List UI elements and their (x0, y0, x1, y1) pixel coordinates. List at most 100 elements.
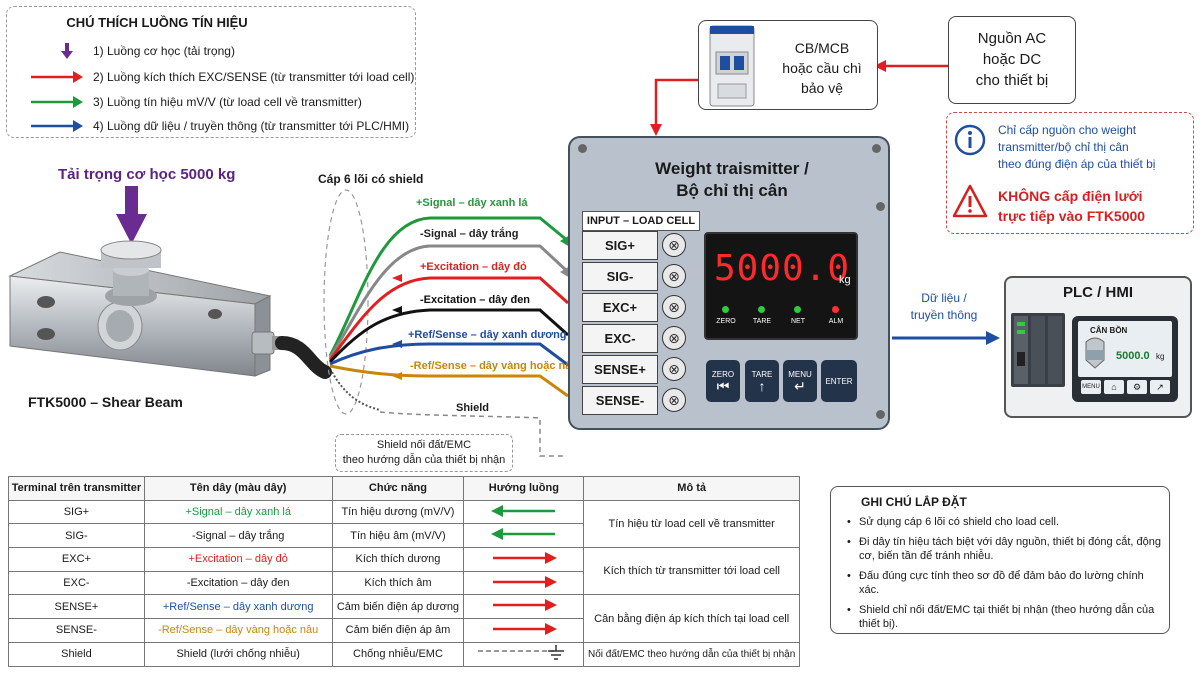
info-note-line: transmitter/bộ chỉ thị cân (998, 140, 1129, 154)
led-label-alarm: ALM (828, 318, 844, 325)
power-line: cho thiết bị (975, 72, 1049, 89)
menu-button[interactable]: MENU ↵ (783, 360, 817, 402)
cell-terminal: EXC- (8, 570, 145, 596)
list-item: Sử dụng cáp 6 lõi có shield cho load cel… (845, 515, 1163, 529)
data-link-line: Dữ liệu / (921, 291, 967, 305)
load-arrow-icon (116, 186, 147, 244)
hmi-menu-button[interactable]: MENU (1081, 380, 1101, 394)
screw-icon: ⊗ (662, 295, 686, 319)
screw-icon: ⊗ (662, 357, 686, 381)
trend-icon[interactable]: ↗ (1150, 380, 1170, 394)
install-notes: GHI CHÚ LẮP ĐẶT Sử dụng cáp 6 lõi có shi… (830, 486, 1170, 634)
led-label-net: NET (791, 318, 805, 325)
col-header-description: Mô tả (583, 476, 800, 501)
cell-wire: +Signal – dây xanh lá (143, 499, 333, 525)
cell-terminal: SIG+ (8, 499, 145, 525)
terminal-sig-plus[interactable]: SIG+ (582, 231, 658, 260)
cell-direction (463, 594, 585, 620)
cell-wire: +Excitation – dây đỏ (143, 547, 333, 572)
zero-button[interactable]: ZERO ⏮ (706, 360, 740, 402)
breaker-label: CB/MCB hoặc cầu chì bảo vệ (770, 38, 874, 98)
list-item: Shield chỉ nối đất/EMC tại thiết bị nhận… (845, 603, 1163, 631)
right-arrow-icon (31, 71, 83, 83)
terminal-exc-plus[interactable]: EXC+ (582, 293, 658, 322)
warning-icon (952, 184, 988, 218)
cell-direction (463, 570, 585, 596)
warning-note: KHÔNG cấp điện lưới trực tiếp vào FTK500… (998, 186, 1145, 226)
tare-button[interactable]: TARE ↑ (745, 360, 779, 402)
arrow-right-icon (492, 599, 557, 612)
shield-note: Shield nối đất/EMC theo hướng dẫn của th… (335, 434, 513, 472)
cell-terminal: EXC+ (8, 547, 145, 572)
wire-label-sense-plus: +Ref/Sense – dây xanh dương (408, 329, 567, 341)
cell-description: Cân bằng điện áp kích thích tại load cel… (583, 594, 800, 643)
zero-button-label: ZERO (711, 369, 735, 379)
cell-description: Nối đất/EMC theo hướng dẫn của thiết bị … (583, 641, 800, 667)
cell-direction (463, 547, 585, 572)
table-row: EXC+ +Excitation – dây đỏ Kích thích dươ… (8, 547, 800, 596)
cell-wire: -Signal – dây trắng (143, 523, 333, 549)
menu-button-label: MENU (788, 369, 812, 379)
cell-function: Cảm biến điện áp âm (331, 618, 465, 643)
wire-label-excitation-plus: +Excitation – dây đỏ (420, 261, 527, 273)
device-title-line: Bộ chỉ thị cân (676, 181, 788, 200)
home-icon[interactable]: ⌂ (1104, 380, 1124, 394)
arrow-right-icon (492, 622, 557, 635)
terminal-sense-minus[interactable]: SENSE- (582, 386, 658, 415)
enter-button[interactable]: ENTER (821, 360, 857, 402)
tare-button-label: TARE (751, 369, 773, 379)
arrow-left-icon (490, 504, 555, 517)
screw-icon: ⊗ (662, 326, 686, 350)
mount-screw-icon (876, 410, 885, 419)
wiring-table: Terminal trên transmitter Tên dây (màu d… (8, 476, 800, 667)
terminal-sig-minus[interactable]: SIG- (582, 262, 658, 291)
circuit-breaker-icon (709, 25, 755, 107)
hmi-title: CÂN BỒN (1090, 326, 1128, 335)
mount-screw-icon (876, 202, 885, 211)
terminal-sense-plus[interactable]: SENSE+ (582, 355, 658, 384)
display-value: 5000.0 (714, 248, 851, 289)
power-line: Nguồn AC (977, 30, 1047, 47)
cell-direction (463, 499, 585, 525)
legend-item-data: 4) Luồng dữ liệu / truyền thông (từ tran… (29, 116, 409, 136)
cell-function: Kích thích âm (331, 570, 465, 596)
cell-wire: -Ref/Sense – dây vàng hoặc nâu (143, 618, 333, 643)
screw-icon: ⊗ (662, 264, 686, 288)
shield-note-line: Shield nối đất/EMC (376, 439, 472, 451)
legend-item-label: 4) Luồng dữ liệu / truyền thông (từ tran… (93, 119, 410, 133)
power-warning-notes (946, 112, 1194, 234)
cell-terminal: Shield (8, 641, 145, 667)
legend-item-label: 2) Luồng kích thích EXC/SENSE (từ transm… (93, 70, 415, 84)
notes-title: GHI CHÚ LẮP ĐẶT (861, 495, 967, 509)
input-loadcell-label: INPUT – LOAD CELL (582, 211, 700, 231)
data-link-label: Dữ liệu / truyền thông (906, 290, 982, 324)
wire-label-signal-plus: +Signal – dây xanh lá (416, 197, 528, 209)
power-source-box (948, 16, 1076, 104)
gear-icon[interactable]: ⚙ (1127, 380, 1147, 394)
mount-screw-icon (578, 144, 587, 153)
right-arrow-icon (31, 96, 83, 108)
cell-function: Chống nhiễu/EMC (331, 641, 465, 667)
arrow-up-icon: ↑ (758, 377, 766, 394)
breaker-line: hoặc cầu chì (782, 60, 862, 76)
info-icon (954, 124, 986, 156)
cell-description: Kích thích từ transmitter tới load cell (583, 547, 800, 596)
plc-title: PLC / HMI (1063, 284, 1133, 301)
warning-note-line: KHÔNG cấp điện lưới (998, 188, 1143, 204)
screw-icon: ⊗ (662, 388, 686, 412)
legend-title: CHÚ THÍCH LUỒNG TÍN HIỆU (66, 15, 248, 30)
signal-legend: CHÚ THÍCH LUỒNG TÍN HIỆU 1) Luồng cơ học… (6, 6, 416, 138)
breaker-line: bảo vệ (800, 80, 844, 96)
ground-icon (477, 644, 564, 660)
table-row: EXC- -Excitation – dây đen Kích thích âm (8, 570, 800, 596)
terminal-exc-minus[interactable]: EXC- (582, 324, 658, 353)
notes-list: Sử dụng cáp 6 lõi có shield cho load cel… (845, 515, 1163, 637)
device-title-line: Weight traismitter / (655, 159, 809, 178)
table-row: SIG+ +Signal – dây xanh lá Tín hiệu dươn… (8, 499, 800, 549)
table-row: Shield Shield (lưới chống nhiễu) Chống n… (8, 641, 800, 667)
col-header-direction: Hướng luồng (463, 476, 585, 501)
data-link-line: truyền thông (910, 308, 978, 322)
wire-label-signal-minus: -Signal – dây trắng (420, 228, 519, 240)
skip-back-icon: ⏮ (716, 377, 730, 394)
